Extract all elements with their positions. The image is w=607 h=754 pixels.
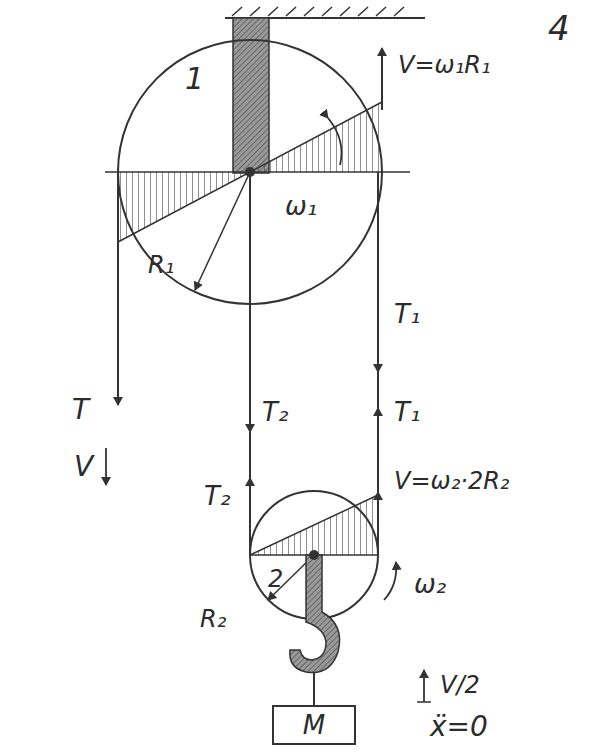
velocity-formula: V=ω₂·2R₂ [394, 468, 509, 494]
velocity-arrow [105, 448, 107, 485]
velocity-arrow [381, 48, 383, 110]
hanger-line [313, 672, 315, 705]
tension-label: T₁ [394, 300, 420, 329]
rotation-arrow [328, 118, 342, 165]
axle [309, 550, 319, 560]
tension-arrow [249, 478, 251, 515]
tension-arrow [377, 408, 379, 445]
tension-label: T [72, 395, 89, 426]
radius-label: R₁ [148, 252, 174, 278]
mass-label: M [303, 711, 325, 740]
tension-label: T₁ [394, 398, 420, 427]
axis-line [105, 171, 410, 173]
velocity-label: V [74, 452, 93, 483]
part-number: 1 [185, 62, 204, 95]
ceiling [225, 7, 425, 18]
rotation-arrow [384, 562, 396, 600]
part-number: 2 [268, 566, 283, 592]
mass-box: M [272, 705, 356, 745]
rope-middle [249, 172, 251, 555]
hook [290, 555, 340, 673]
tension-arrow [249, 395, 251, 432]
radius-line [195, 172, 250, 290]
velocity-formula: V=ω₁R₁ [398, 52, 491, 78]
velocity-hatch [250, 495, 378, 555]
velocity-label: V/2 [440, 672, 480, 698]
equation: ẍ=0 [430, 712, 488, 743]
figure-number: 4 [548, 10, 570, 47]
tension-arrow [377, 335, 379, 372]
rope-left [117, 172, 119, 405]
angular-velocity: ω₁ [285, 192, 317, 221]
velocity-line [250, 495, 378, 555]
arrow-tick [417, 701, 431, 703]
tension-label: T₂ [204, 482, 230, 511]
angular-velocity: ω₂ [414, 570, 446, 599]
tension-label: T₂ [262, 398, 288, 427]
velocity-arrow [423, 670, 425, 702]
radius-label: R₂ [200, 606, 226, 632]
